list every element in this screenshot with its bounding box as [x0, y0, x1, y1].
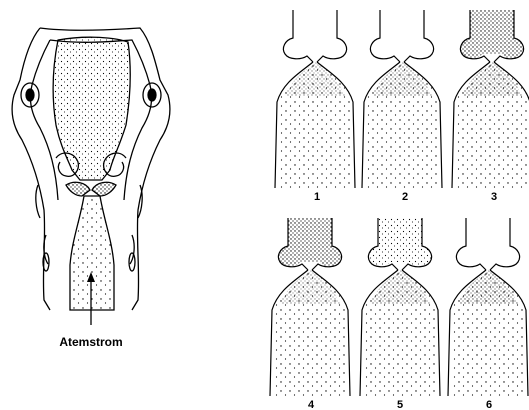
phase-panel-3	[452, 10, 529, 188]
vestibule-cavity	[53, 37, 130, 180]
fold-outline	[370, 10, 433, 62]
phase-panel-2	[362, 10, 442, 188]
trachea-airway	[70, 196, 114, 310]
airflow-label: Atemstrom	[59, 335, 122, 349]
phase-panel-1	[275, 10, 355, 188]
cartilage-ring-left-upper-inner	[26, 89, 34, 101]
phase-panel-5	[360, 218, 440, 396]
larynx-cross-section	[12, 28, 170, 325]
panel-number-1: 1	[314, 191, 320, 203]
vocal-fold-left	[66, 182, 90, 196]
phase-panel-4	[270, 218, 350, 396]
phase-panel-6	[448, 218, 528, 396]
panel-number-2: 2	[402, 191, 408, 203]
panel-number-4: 4	[308, 399, 315, 410]
panel-number-6: 6	[486, 399, 492, 410]
panel-number-5: 5	[397, 399, 403, 410]
cartilage-ring-right-upper-inner	[148, 89, 156, 101]
panel-number-3: 3	[491, 191, 497, 203]
glottis-phase-panels	[270, 10, 529, 396]
fold-outline	[456, 218, 519, 270]
cartilage-piece-right	[129, 253, 135, 271]
vocal-fold-right	[92, 182, 116, 196]
fold-outline	[283, 10, 346, 62]
